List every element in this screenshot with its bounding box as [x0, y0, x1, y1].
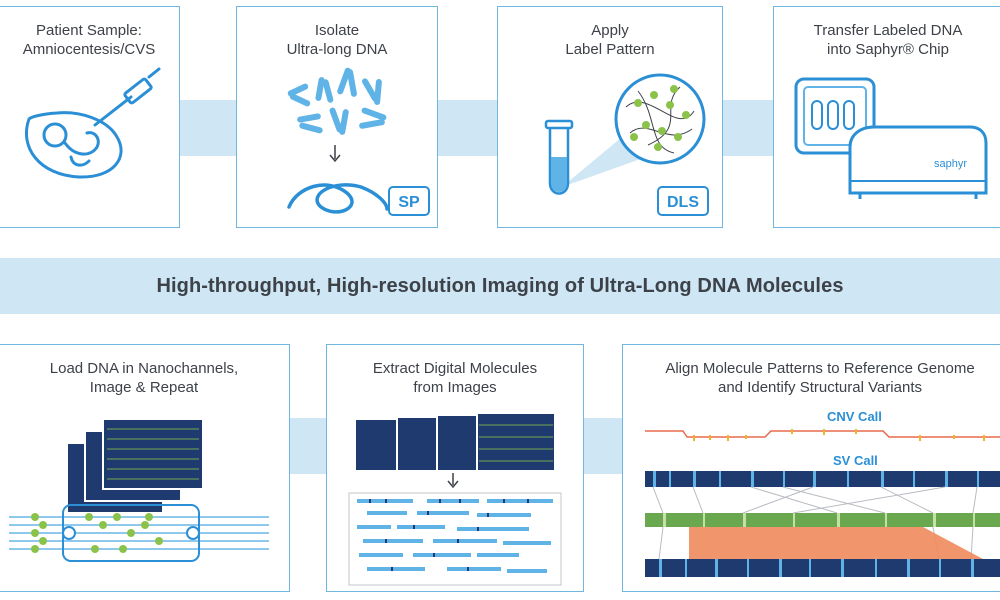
- dls-badge: DLS: [657, 186, 709, 216]
- sv-call-label: SV Call: [833, 453, 878, 468]
- digital-molecules-icon: [348, 412, 562, 586]
- step-apply-label: Apply Label Pattern DLS: [497, 6, 723, 228]
- step-title: Load DNA in Nanochannels, Image & Repeat: [49, 360, 239, 396]
- step-title: Apply Label Pattern: [565, 22, 655, 58]
- device-label: saphyr: [934, 158, 967, 170]
- step-title: Align Molecule Patterns to Reference Gen…: [665, 360, 975, 396]
- step-isolate-dna: Isolate Ultra-long DNA SP: [236, 6, 438, 228]
- step-load-nanochannels: Load DNA in Nanochannels, Image & Repeat: [0, 344, 290, 592]
- chromosomes-icon: SP: [287, 67, 430, 216]
- step-title: Isolate Ultra-long DNA: [286, 22, 388, 58]
- cnv-call-label: CNV Call: [827, 409, 882, 424]
- step-title: Patient Sample: Amniocentesis/CVS: [22, 22, 156, 58]
- nanochannel-image-icon: [9, 418, 269, 562]
- step-patient-sample: Patient Sample: Amniocentesis/CVS: [0, 6, 180, 228]
- tube-label-icon: DLS: [544, 73, 709, 216]
- step-transfer-chip: Transfer Labeled DNA into Saphyr® Chip s…: [773, 6, 1000, 228]
- fetus-syringe-icon: [24, 67, 161, 179]
- step-extract-molecules: Extract Digital Molecules from Images: [326, 344, 584, 592]
- saphyr-device-icon: saphyr: [794, 77, 988, 199]
- banner-title: High-throughput, High-resolution Imaging…: [156, 274, 844, 297]
- sp-badge: SP: [388, 186, 430, 216]
- imaging-banner: High-throughput, High-resolution Imaging…: [0, 258, 1000, 314]
- step-title: Extract Digital Molecules from Images: [372, 360, 538, 396]
- badge-label: SP: [398, 194, 420, 211]
- step-title: Transfer Labeled DNA into Saphyr® Chip: [813, 22, 963, 58]
- alignment-visual: [645, 429, 1000, 577]
- step-align-patterns: Align Molecule Patterns to Reference Gen…: [622, 344, 1000, 592]
- badge-label: DLS: [667, 194, 699, 211]
